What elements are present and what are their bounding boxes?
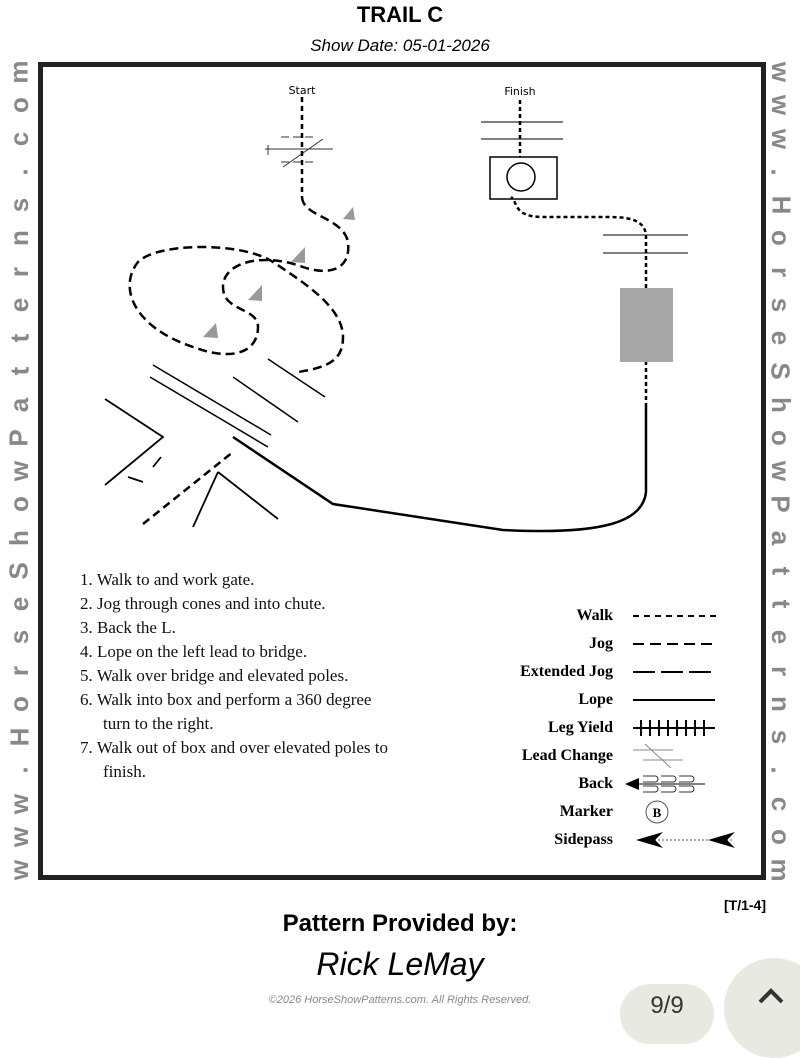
step-3: 3. Back the L. (80, 618, 176, 637)
step-7-cont: finish. (103, 762, 146, 781)
legend-extended-jog: Extended Jog (520, 663, 613, 680)
start-label: Start (289, 84, 317, 97)
finish-label: Finish (504, 85, 535, 98)
step-1: 1. Walk to and work gate. (80, 570, 255, 589)
lope-path (232, 407, 648, 533)
box (489, 156, 558, 200)
legend-sidepass: Sidepass (554, 831, 613, 848)
legend-marker: Marker (559, 803, 613, 820)
pattern-code: [T/1-4] (724, 897, 766, 913)
legend-back: Back (578, 775, 613, 792)
legend-walk: Walk (576, 607, 613, 624)
chute (149, 358, 326, 448)
jog-path (128, 196, 350, 374)
instructions: 1. Walk to and work gate. 2. Jog through… (80, 568, 388, 784)
legend-leg-yield: Leg Yield (547, 719, 613, 736)
author-name: Rick LeMay (316, 946, 484, 982)
pattern-diagram: Start Finish (104, 84, 688, 533)
copyright: ©2026 HorseShowPatterns.com. All Rights … (268, 994, 532, 1006)
show-date: Show Date: 05-01-2026 (310, 36, 490, 55)
walk-path-box (510, 195, 648, 407)
elevated-poles (481, 121, 688, 254)
bridge (620, 288, 673, 362)
page-indicator: 9/9 (620, 984, 714, 1044)
step-6-cont: turn to the right. (103, 714, 214, 733)
step-4: 4. Lope on the left lead to bridge. (80, 642, 308, 661)
step-7: 7. Walk out of box and over elevated pol… (80, 738, 389, 757)
turn-360-icon (506, 162, 536, 192)
legend-lead-change: Lead Change (521, 747, 613, 764)
cones (203, 207, 355, 338)
marker-letter: B (653, 805, 662, 820)
pattern-title: TRAIL C (356, 2, 444, 27)
step-2: 2. Jog through cones and into chute. (80, 594, 326, 613)
legend: Walk Jog Extended Jog Lope Leg Yield Lea… (490, 602, 743, 854)
gate (265, 136, 333, 168)
chevron-up-icon (758, 988, 784, 1004)
step-5: 5. Walk over bridge and elevated poles. (80, 666, 349, 685)
provided-by-label: Pattern Provided by: (282, 910, 518, 937)
back-l (104, 398, 279, 528)
step-6: 6. Walk into box and perform a 360 degre… (80, 690, 372, 709)
legend-lope: Lope (578, 691, 613, 708)
pattern-frame (38, 62, 766, 880)
legend-jog: Jog (589, 635, 613, 652)
